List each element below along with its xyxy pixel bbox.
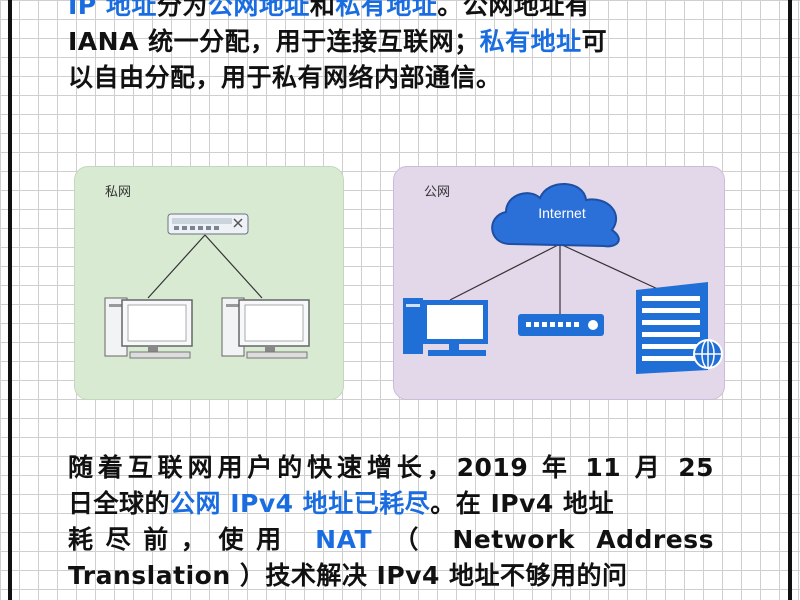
- text-nat: NAT: [315, 525, 373, 554]
- text-and: 和: [309, 0, 336, 20]
- private-network-label: 私网: [105, 185, 132, 200]
- text-private-address: 私有地址: [335, 0, 438, 20]
- body-line-3: 耗尽前，使用 NAT （ Network Address: [68, 522, 714, 558]
- text-iana: IANA 统一分配，用于连接互联网；: [68, 27, 480, 56]
- body-line-2: 日全球的公网 IPv4 地址已耗尽。在 IPv4 地址: [68, 486, 714, 522]
- text-address: 地址: [105, 0, 157, 20]
- internet-cloud-icon: Internet: [491, 183, 620, 248]
- text-divided: 分为: [156, 0, 208, 20]
- private-links: [147, 234, 263, 299]
- computer-icon: [221, 297, 310, 359]
- computer-icon: [403, 298, 488, 356]
- public-links: [449, 243, 661, 314]
- body-line-1: 随着互联网用户的快速增长，2019 年 11 月 25: [68, 453, 714, 482]
- intro-line-1: IP 地址分为公网地址和私有地址。公网地址有: [68, 0, 714, 24]
- intro-line-3: 以自由分配，用于私有网络内部通信。: [68, 63, 502, 92]
- server-icon: [636, 282, 723, 374]
- right-border: [788, 0, 792, 600]
- intro-line-2: IANA 统一分配，用于连接互联网；私有地址可: [68, 24, 714, 60]
- text-can: 可: [581, 27, 608, 56]
- text-global: 日全球的: [68, 489, 171, 518]
- text-before-using: 耗尽前，使用: [68, 525, 294, 554]
- text-ipv4-exhausted: 公网 IPv4 地址已耗尽: [170, 489, 431, 518]
- left-border: [8, 0, 12, 600]
- computer-icon: [104, 297, 193, 359]
- body-line-4: Translation ）技术解决 IPv4 地址不够用的问: [68, 561, 628, 590]
- text-private-address-2: 私有地址: [479, 27, 582, 56]
- router-icon: [518, 314, 604, 336]
- private-network-panel: 私网: [74, 166, 344, 400]
- public-network-label: 公网: [424, 185, 451, 200]
- switch-icon: [167, 213, 249, 235]
- internet-label: Internet: [538, 205, 586, 221]
- text-ip: IP: [68, 0, 106, 20]
- text-public-has: 。公网地址有: [437, 0, 591, 20]
- text-network-address: （ Network Address: [393, 525, 714, 554]
- intro-paragraph: IP 地址分为公网地址和私有地址。公网地址有 IANA 统一分配，用于连接互联网…: [68, 0, 714, 96]
- body-paragraph: 随着互联网用户的快速增长，2019 年 11 月 25 日全球的公网 IPv4 …: [68, 450, 714, 594]
- text-before-ipv4: 。在 IPv4 地址: [430, 489, 614, 518]
- text-public-address: 公网地址: [207, 0, 310, 20]
